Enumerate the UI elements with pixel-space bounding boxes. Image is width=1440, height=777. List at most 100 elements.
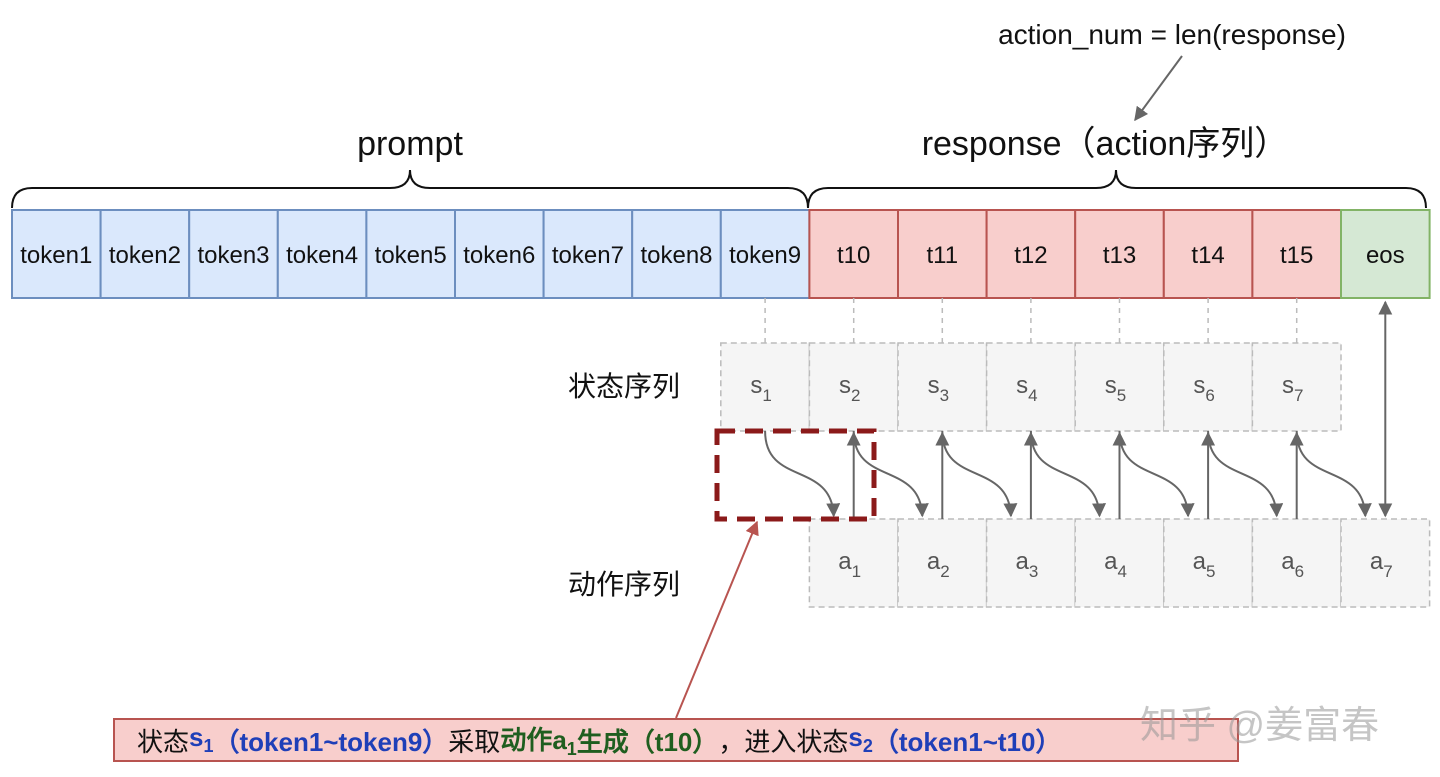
action-label: a3 [1015,548,1038,581]
state-to-action-arrow [852,430,929,518]
response-brace [807,169,1427,209]
prompt-token-cell [454,209,545,299]
state-subscript: 6 [1205,386,1214,405]
action-base: a [1104,548,1118,575]
caption-state-s2: s2 [848,722,872,757]
caption-part: s [189,722,204,753]
prompt-brace [11,169,809,209]
state-row-label: 状态序列 [568,371,680,402]
prompt-token-cell [188,209,279,299]
state-box [1251,342,1342,432]
action-subscript: 1 [852,562,861,581]
action-label: a1 [838,548,861,581]
action-base: a [838,548,852,575]
caption-part: （token1~t10） [872,726,1062,757]
action-base: a [927,548,941,575]
action-box [1340,518,1431,608]
prompt-token-label: token9 [729,242,801,269]
state-subscript: 1 [762,386,771,405]
caption-state-s1: s1 [189,722,213,757]
action-label: a7 [1370,548,1393,581]
caption-part: 动作a [500,724,567,755]
state-box [1074,342,1165,432]
prompt-token-cell [99,209,191,299]
state-base: s [1016,372,1028,399]
prompt-token-label: token8 [640,242,712,269]
highlight-box [714,428,877,522]
action-label: a2 [927,548,950,581]
action-box [808,518,899,608]
caption-part: 状态 [137,726,190,757]
caption-part: 2 [862,736,873,757]
action-label: a6 [1281,548,1304,581]
state-label: s7 [1282,372,1303,405]
caption-part: 采取 [448,726,501,757]
state-label: s1 [750,372,771,405]
eos-token-label: eos [1366,242,1405,269]
action-subscript: 4 [1117,562,1126,581]
action-base: a [1015,548,1029,575]
state-base: s [1193,372,1205,399]
formula-label: action_num = len(response) [998,19,1346,50]
state-label: s3 [928,372,949,405]
state-to-action-arrow [1207,430,1284,518]
prompt-token-label: token3 [197,242,269,269]
action-base: a [1370,548,1384,575]
state-base: s [1105,372,1117,399]
action-box [1074,518,1165,608]
state-base: s [750,372,762,399]
prompt-label: prompt [357,125,463,163]
caption-part: ，进入状态 [718,726,849,757]
guide-lines [764,298,1298,343]
state-base: s [839,372,851,399]
state-label: s5 [1105,372,1126,405]
state-subscript: 3 [940,386,949,405]
state-subscript: 7 [1294,386,1303,405]
response-label: response（action序列） [922,125,1289,163]
state-subscript: 4 [1028,386,1037,405]
watermark: 知乎 @姜富春 [1140,705,1380,747]
prompt-token-cell [631,209,722,299]
caption-pointer-arrow [675,520,759,719]
caption-part: 1 [203,736,214,757]
state-label: s2 [839,372,860,405]
state-label: s6 [1193,372,1214,405]
state-to-action-arrow [941,430,1018,518]
action-label: a5 [1193,548,1216,581]
action-label: a4 [1104,548,1127,581]
caption-part: s [848,722,863,753]
state-to-action-arrow [764,430,841,518]
action-subscript: 5 [1206,562,1215,581]
formula-pointer-arrow [1134,55,1183,122]
state-to-action-arrow [1029,430,1107,518]
state-base: s [1282,372,1294,399]
caption-part: （token1~token9） [213,726,449,757]
response-token-label: t13 [1103,242,1136,269]
prompt-token-cell [11,209,102,299]
action-subscript: 3 [1029,562,1038,581]
state-to-action-arrow [1295,430,1372,518]
prompt-token-cell [365,209,456,299]
state-subscript: 5 [1117,386,1126,405]
response-token-cell [808,209,900,299]
response-token-label: t11 [927,242,959,269]
prompt-token-label: token1 [20,242,92,269]
response-token-label: t12 [1014,242,1047,269]
state-label: s4 [1016,372,1037,405]
state-box [1163,342,1254,432]
action-subscript: 6 [1295,562,1304,581]
eos-token-cell [1340,209,1431,299]
caption-part: 1 [566,739,577,760]
prompt-token-label: token5 [375,242,447,269]
prompt-token-cell [542,209,634,299]
state-to-action-arrow [1118,430,1195,518]
prompt-token-label: token7 [552,242,624,269]
caption-part: 生成（t10） [576,726,719,757]
state-box [720,342,811,432]
